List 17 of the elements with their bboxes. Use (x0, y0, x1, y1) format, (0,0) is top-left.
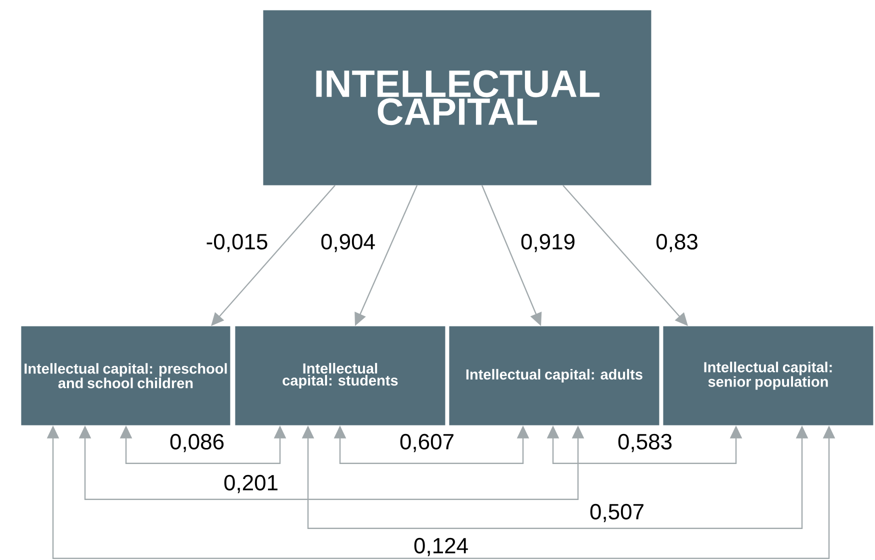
category-box: Intellectual capital: senior population (663, 326, 874, 426)
arrow (211, 185, 336, 326)
edge-label: 0,904 (319, 232, 377, 254)
edge-label: 0,086 (168, 432, 226, 454)
title-box: INTELLECTUAL CAPITAL (263, 10, 652, 186)
edge-label: -0,015 (204, 232, 270, 254)
category-box: Intellectual capital: adults (449, 326, 660, 426)
edge-label: 0,507 (588, 502, 646, 524)
category-box: Intellectual capital: students (235, 326, 446, 426)
edge-label: 0,607 (398, 432, 456, 454)
category-box: Intellectual capital: preschool and school children (21, 326, 230, 426)
edge-label: 0,124 (412, 536, 470, 558)
edge-label: 0,919 (519, 232, 577, 254)
edge-label: 0,201 (222, 474, 280, 494)
arrow (562, 185, 688, 326)
edge-label: 0,83 (654, 232, 700, 254)
edge-label: 0,583 (616, 432, 674, 454)
